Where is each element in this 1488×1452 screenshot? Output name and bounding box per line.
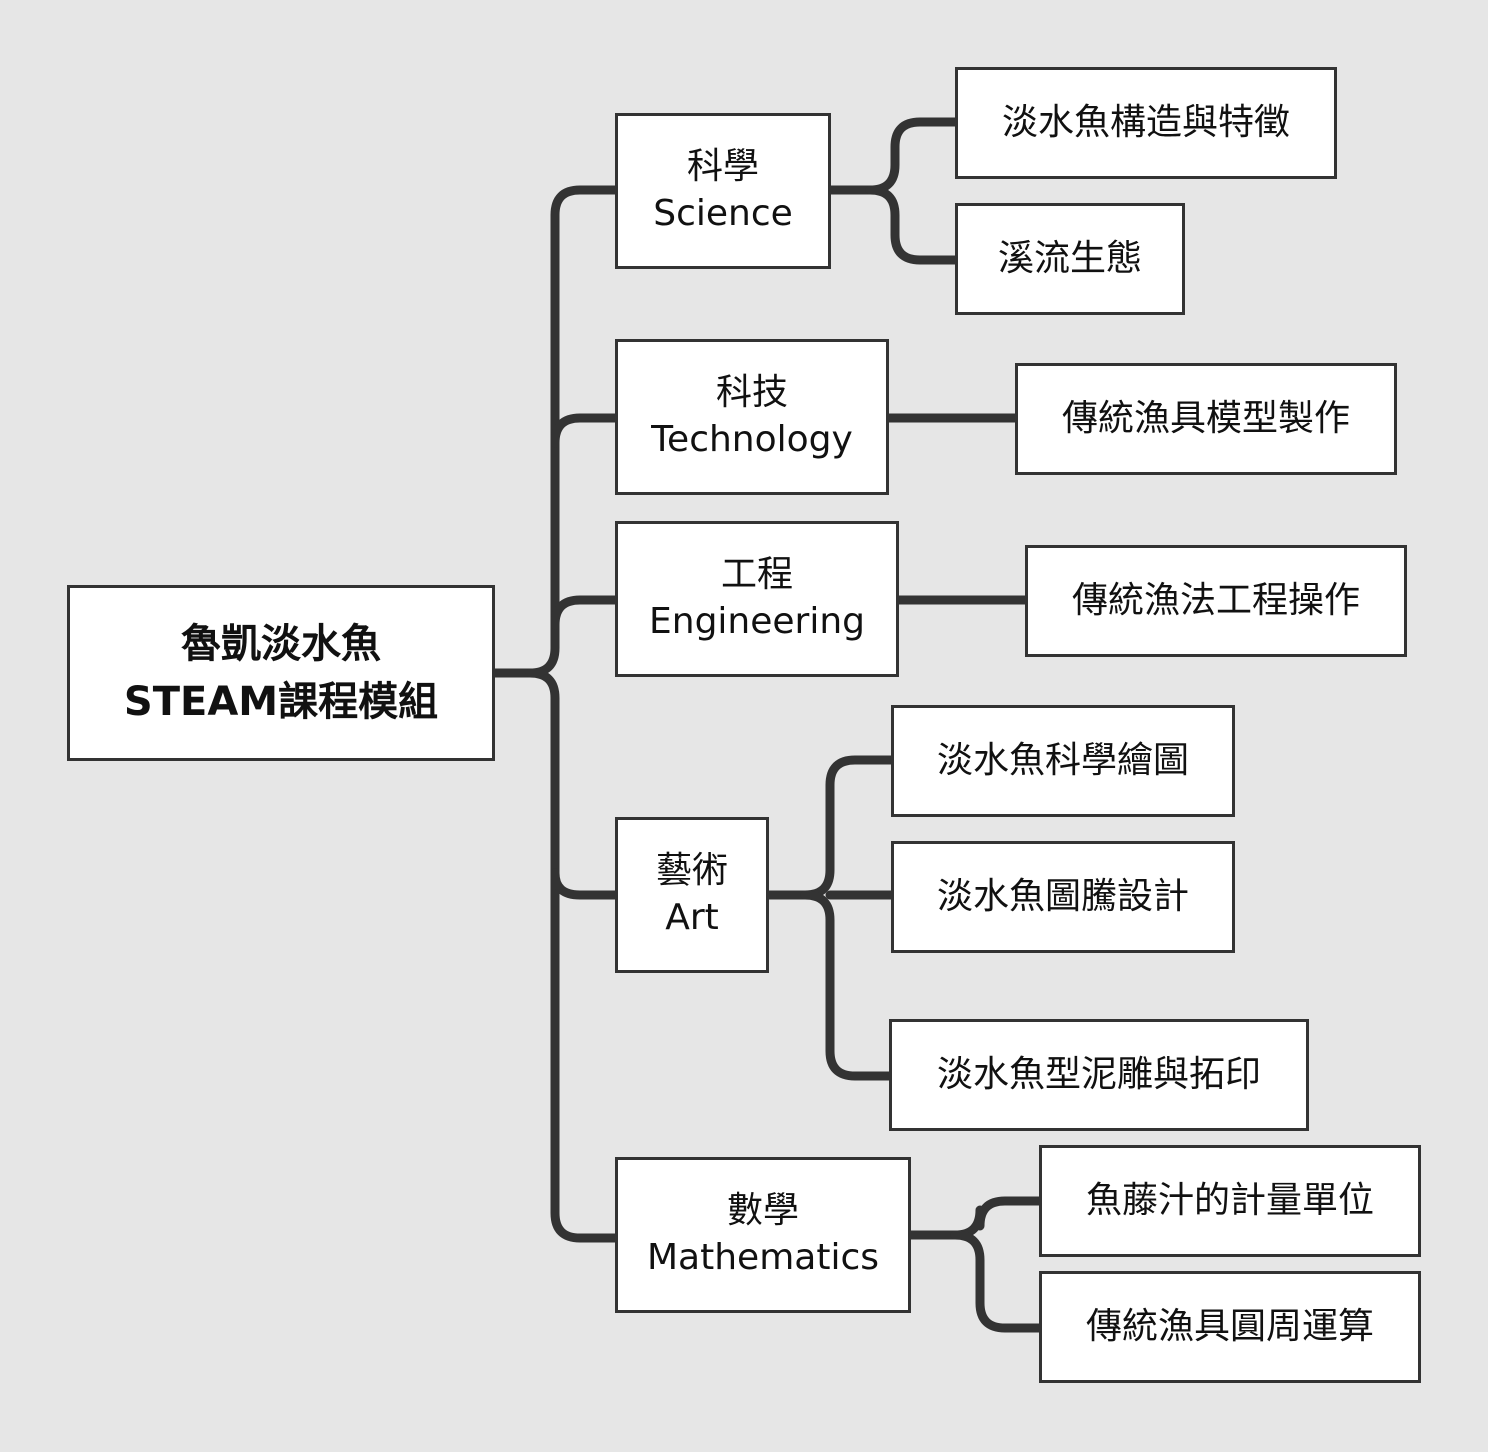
category-node-art: 藝術 Art xyxy=(615,817,769,973)
connector-root-trunk xyxy=(490,668,620,1243)
topic-label: 淡水魚科學繪圖 xyxy=(936,739,1189,781)
category-label-zh: 科技 xyxy=(715,372,788,414)
category-label-zh: 數學 xyxy=(726,1190,799,1232)
category-label-en: Science xyxy=(653,193,793,234)
topic-label: 淡水魚型泥雕與拓印 xyxy=(936,1053,1261,1095)
category-label-zh: 工程 xyxy=(720,554,793,596)
connector-science-split xyxy=(826,117,960,195)
topic-node-circumference-calc: 傳統漁具圓周運算 xyxy=(1039,1271,1421,1383)
connector-trunk-technology xyxy=(550,413,620,448)
category-label-en: Technology xyxy=(651,419,853,460)
root-node: 魯凱淡水魚 STEAM課程模組 xyxy=(67,585,495,761)
topic-node-fish-structure: 淡水魚構造與特徵 xyxy=(955,67,1337,179)
connector-trunk-top xyxy=(525,185,620,678)
category-node-engineering: 工程 Engineering xyxy=(615,521,899,677)
category-label-zh: 藝術 xyxy=(655,850,728,892)
topic-node-clay-sculpture: 淡水魚型泥雕與拓印 xyxy=(889,1019,1309,1131)
connector-science-lower xyxy=(865,185,960,265)
topic-node-stream-ecology: 溪流生態 xyxy=(955,203,1185,315)
topic-label: 淡水魚圖騰設計 xyxy=(936,875,1189,917)
topic-label: 傳統漁具模型製作 xyxy=(1061,397,1350,439)
connector-trunk-art xyxy=(550,868,620,900)
connector-art-upper xyxy=(764,755,896,900)
connector-trunk-engineering xyxy=(550,595,620,630)
category-label-en: Engineering xyxy=(649,601,865,642)
connector-art-lower xyxy=(800,890,894,1081)
category-label-en: Mathematics xyxy=(647,1237,879,1278)
topic-label: 傳統漁法工程操作 xyxy=(1071,579,1360,621)
category-label-zh: 科學 xyxy=(686,146,759,188)
connector-math-upper xyxy=(906,1196,1044,1240)
topic-label: 傳統漁具圓周運算 xyxy=(1085,1305,1374,1347)
topic-label: 魚藤汁的計量單位 xyxy=(1085,1179,1374,1221)
category-node-science: 科學 Science xyxy=(615,113,831,269)
topic-node-fishing-method-engineering: 傳統漁法工程操作 xyxy=(1025,545,1407,657)
topic-node-totem-design: 淡水魚圖騰設計 xyxy=(891,841,1235,953)
topic-node-scientific-drawing: 淡水魚科學繪圖 xyxy=(891,705,1235,817)
topic-label: 溪流生態 xyxy=(997,237,1142,279)
topic-node-measurement-units: 魚藤汁的計量單位 xyxy=(1039,1145,1421,1257)
topic-node-fishing-gear-model: 傳統漁具模型製作 xyxy=(1015,363,1397,475)
category-label-en: Art xyxy=(665,897,719,938)
root-title-line1: 魯凱淡水魚 xyxy=(181,621,381,667)
category-node-mathematics: 數學 Mathematics xyxy=(615,1157,911,1313)
root-title-line2: STEAM課程模組 xyxy=(123,679,439,725)
connector-math-lower xyxy=(950,1230,1044,1333)
topic-label: 淡水魚構造與特徵 xyxy=(1001,101,1290,143)
category-node-technology: 科技 Technology xyxy=(615,339,889,495)
